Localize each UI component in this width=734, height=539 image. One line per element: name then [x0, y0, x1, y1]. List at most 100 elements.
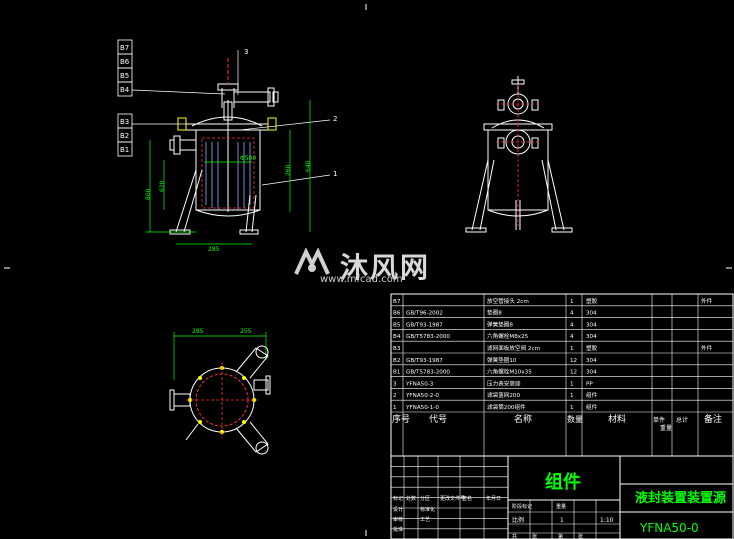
- table-cell-no: B2: [393, 358, 400, 364]
- front-left-labels: B7 B6 B5 B4 B3 B2 B1: [120, 44, 130, 154]
- table-cell-mat: 304: [586, 322, 597, 328]
- table-cell-no: 3: [393, 381, 397, 387]
- balloons: 3 2 1: [244, 48, 337, 178]
- table-cell-code: GB/T5783-2000: [406, 334, 450, 340]
- title-label: 重量: [556, 503, 566, 510]
- table-cell-qty: 4: [570, 322, 574, 328]
- title-label: 设计: [393, 506, 403, 513]
- table-cell-name: 六角螺栓M8x25: [487, 332, 529, 340]
- title-assembly: 组件: [545, 471, 581, 493]
- table-cell-no: B1: [393, 370, 401, 376]
- table-cell-mat: PP: [586, 381, 593, 387]
- dim-top-right: 255: [240, 328, 252, 335]
- table-cell-mat: 304: [586, 311, 597, 317]
- label-b2: B2: [120, 132, 129, 140]
- corner-marks: [4, 4, 732, 536]
- table-header-unit: 单件: [653, 416, 665, 424]
- title-name: 液封装置装置源: [635, 490, 726, 506]
- table-cell-code: YFNA50-1-0: [405, 405, 439, 411]
- title-label: 共: [512, 533, 517, 539]
- table-cell-qty: 1: [570, 299, 574, 305]
- front-outlet: [169, 135, 197, 155]
- top-centerlines: [186, 362, 258, 438]
- table-cell-mat: 304: [586, 370, 597, 376]
- label-b1: B1: [120, 146, 129, 154]
- title-label: 阶段标记: [512, 503, 532, 510]
- table-cell-name: 六角螺栓M10x35: [487, 368, 532, 376]
- table-cell-qty: 4: [570, 311, 574, 317]
- table-cell-qty: 12: [570, 370, 577, 376]
- title-qty: 1: [560, 517, 564, 524]
- dim-top-left: 285: [192, 328, 204, 335]
- table-header-no: 序号: [392, 413, 410, 425]
- dim-height-body: 620: [159, 180, 166, 192]
- table-cell-mat: 塑胶: [586, 297, 598, 305]
- table-header-weight: 重量: [660, 424, 672, 432]
- table-cell-code: YFNA50-2-0: [405, 393, 439, 399]
- label-b5: B5: [120, 72, 129, 80]
- dim-dia: Φ500: [240, 155, 256, 162]
- front-dim-text: 285 800 620 260 640 Φ500: [145, 155, 312, 253]
- table-cell-code: GB/T96-2002: [406, 311, 443, 317]
- table-cell-no: 2: [393, 393, 397, 399]
- front-left-label-boxes: [117, 39, 133, 157]
- watermark-url: www.mfcad.com: [320, 274, 403, 285]
- table-cell-code: GB/T93-1987: [406, 322, 443, 328]
- table-cell-mat: 塑胶: [586, 344, 598, 352]
- title-block-grid: [390, 455, 509, 539]
- table-cell-name: 弹簧垫圈10: [487, 356, 517, 364]
- title-label: 批准: [393, 526, 403, 533]
- table-cell-mat: 组件: [586, 391, 598, 399]
- table-cell-qty: 4: [570, 334, 574, 340]
- title-label: 分区: [420, 495, 430, 502]
- table-cell-qty: 1: [570, 381, 574, 387]
- title-label: 工艺: [420, 517, 430, 523]
- front-view: B7 B6 B5 B4 B3 B2 B1 3 2 1: [117, 39, 337, 253]
- title-label: 张: [578, 533, 583, 539]
- table-header-mat: 材料: [608, 413, 626, 425]
- table-header-code: 代号: [429, 414, 447, 425]
- table-cell-code: GB/T93-1987: [406, 358, 443, 364]
- table-cell-no: B4: [393, 334, 401, 340]
- dim-height-left: 800: [145, 188, 152, 200]
- title-drawing-no: YFNA50-0: [639, 521, 699, 535]
- balloon-3: 3: [244, 48, 248, 56]
- title-label: 标准化: [420, 506, 435, 513]
- table-header-name: 名称: [514, 413, 532, 425]
- label-b7: B7: [120, 44, 129, 52]
- table-cell-note: 外件: [701, 344, 713, 352]
- table-cell-no: B3: [393, 346, 401, 352]
- title-label: 处数: [406, 495, 416, 502]
- top-dim-text: 285 255: [192, 328, 252, 335]
- title-label: 第: [558, 533, 563, 539]
- title-label: 审核: [393, 516, 403, 523]
- dim-height-total: 640: [305, 160, 312, 172]
- front-dimensions: [146, 100, 311, 245]
- leader-lines: [131, 50, 331, 186]
- table-cell-name: 压力表安装座: [487, 379, 521, 387]
- table-cell-qty: 1: [570, 393, 574, 399]
- balloon-1: 1: [333, 170, 337, 178]
- table-cell-mat: 304: [586, 334, 597, 340]
- front-filter-bag: [205, 142, 251, 210]
- front-lid: [177, 116, 277, 131]
- table-cell-no: B7: [393, 299, 401, 305]
- table-cell-qty: 1: [570, 405, 574, 411]
- title-label: 年月日: [486, 495, 501, 502]
- front-inlet: [217, 58, 279, 108]
- top-view: 285 255: [169, 328, 271, 455]
- table-cell-name: 滤袋筒200组件: [487, 403, 526, 411]
- table-cell-name: 放空管接头 2cm: [487, 297, 529, 305]
- table-cell-code: YFNA50-3: [405, 381, 434, 387]
- table-cell-qty: 1: [570, 346, 574, 352]
- dim-width-bottom: 285: [208, 246, 220, 253]
- title-scale-label: 比例: [512, 516, 524, 524]
- side-centerline: [496, 84, 540, 226]
- table-cell-no: B6: [393, 311, 401, 317]
- table-cell-name: 垫圈8: [487, 309, 502, 317]
- side-view: [465, 76, 573, 233]
- balloon-2: 2: [333, 115, 337, 123]
